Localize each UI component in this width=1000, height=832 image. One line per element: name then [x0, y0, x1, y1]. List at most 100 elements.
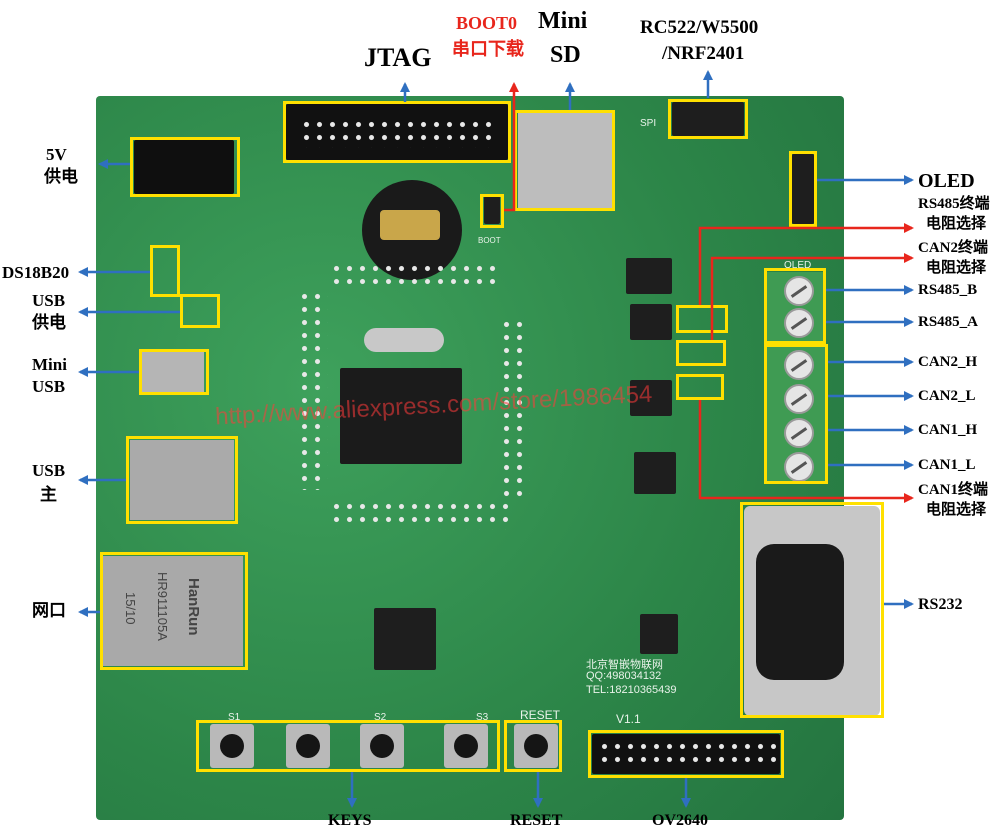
label-mini-usb-2: USB	[32, 377, 66, 396]
label-rs485-term-2: 电阻选择	[926, 216, 987, 232]
transceiver-chip	[626, 258, 672, 294]
arrow-boot0	[504, 82, 519, 212]
oled-header	[792, 154, 814, 224]
arrow-can2-term	[710, 253, 914, 340]
usb-host-port	[130, 440, 234, 520]
label-usb-host-2: 主	[40, 485, 57, 504]
silk-boot: BOOT	[478, 236, 501, 245]
arrow-rs485-term	[698, 223, 914, 305]
highlight-ds18b20	[150, 245, 180, 297]
highlight-usb-power	[180, 294, 220, 328]
highlight-rs485-jumper	[676, 305, 728, 333]
coin-cell-clip	[380, 210, 440, 240]
label-mini: Mini	[538, 8, 588, 34]
silk-maker: 北京智嵌物联网	[586, 659, 663, 671]
label-boot0: BOOT0	[456, 13, 518, 33]
silk-oled: OLED	[784, 260, 812, 271]
highlight-spi	[668, 99, 748, 139]
transceiver-chip	[630, 380, 672, 416]
transceiver-chip	[630, 304, 672, 340]
boot0-jumper	[484, 196, 500, 224]
highlight-oled	[789, 151, 817, 227]
sd-card-slot	[518, 112, 612, 208]
label-ethernet: 网口	[32, 601, 66, 620]
jtag-pins	[300, 118, 496, 148]
silk-tel: TEL:18210365439	[586, 684, 677, 696]
dc-power-jack	[134, 140, 234, 194]
label-jtag: JTAG	[364, 43, 432, 72]
label-5v: 5V	[46, 145, 67, 164]
label-usb-power-1: USB	[32, 291, 66, 310]
label-usb-host-1: USB	[32, 461, 66, 480]
ethernet-jack	[103, 556, 243, 666]
highlight-jtag	[283, 101, 511, 163]
pin-header-area	[500, 318, 530, 498]
label-serial-download: 串口下载	[452, 39, 524, 59]
highlight-ov2640	[588, 730, 784, 778]
highlight-dc-jack	[130, 137, 240, 197]
terminal-screw	[784, 276, 814, 306]
transceiver-chip	[634, 452, 676, 494]
rs232-chip	[640, 614, 678, 654]
silk-s2: S2	[374, 712, 387, 723]
label-can2-h: CAN2_H	[918, 354, 978, 370]
silk-s1: S1	[228, 712, 241, 723]
key-button-3	[360, 724, 404, 768]
label-keys: KEYS	[328, 812, 372, 829]
label-can1-term-2: 电阻选择	[926, 502, 987, 518]
ethernet-ic	[374, 608, 436, 670]
label-rs485-b: RS485_B	[918, 282, 978, 298]
silk-version: V1.1	[616, 712, 641, 726]
label-rs232: RS232	[918, 596, 963, 613]
label-ov2640: OV2640	[652, 812, 708, 829]
label-5v-power: 供电	[44, 167, 78, 186]
silk-spi: SPI	[640, 118, 657, 129]
label-rc522-line1: RC522/W5500	[640, 17, 759, 38]
ov2640-pins	[598, 740, 776, 768]
highlight-can1-jumper	[676, 374, 724, 400]
label-mini-usb-1: Mini	[32, 355, 67, 374]
label-can1-l: CAN1_L	[918, 457, 976, 473]
highlight-mini-usb	[139, 349, 209, 395]
terminal-screw	[784, 308, 814, 338]
highlight-sd	[514, 110, 615, 211]
key-button-1	[210, 724, 254, 768]
highlight-reset	[504, 720, 562, 772]
pin-header-area	[330, 500, 510, 530]
highlight-can2-jumper	[676, 340, 726, 366]
pcb-board	[96, 96, 844, 820]
key-button-4	[444, 724, 488, 768]
key-button-2	[286, 724, 330, 768]
label-ds18b20: DS18B20	[2, 263, 70, 282]
silk-s3: S3	[476, 712, 489, 723]
label-can2-term-2: 电阻选择	[926, 260, 987, 276]
highlight-usb-host	[126, 436, 238, 524]
label-can2-term-1: CAN2终端	[918, 240, 988, 256]
terminal-screw	[784, 418, 814, 448]
pin-header-area	[330, 262, 500, 290]
label-can2-l: CAN2_L	[918, 388, 976, 404]
label-rc522-line2: /NRF2401	[662, 43, 745, 64]
highlight-rs485-terminal	[764, 268, 826, 344]
terminal-screw	[784, 384, 814, 414]
label-usb-power-2: 供电	[32, 313, 66, 332]
highlight-boot0	[480, 194, 504, 228]
arrow-can1-term	[698, 400, 914, 503]
terminal-screw	[784, 350, 814, 380]
reset-button	[514, 724, 558, 768]
label-sd: SD	[550, 42, 581, 68]
db9-shell	[756, 544, 844, 680]
label-rs485-a: RS485_A	[918, 314, 979, 330]
label-oled: OLED	[918, 170, 975, 192]
mcu-chip	[340, 368, 462, 464]
silk-qq: QQ:498034132	[586, 670, 662, 682]
highlight-can-terminal	[764, 344, 828, 484]
highlight-keys	[196, 720, 500, 772]
label-can1-h: CAN1_H	[918, 422, 978, 438]
spi-header	[672, 102, 744, 136]
highlight-ethernet	[100, 552, 248, 670]
silk-reset: RESET	[520, 708, 561, 722]
label-reset: RESET	[510, 812, 563, 829]
label-rs485-term-1: RS485终端	[918, 196, 990, 212]
